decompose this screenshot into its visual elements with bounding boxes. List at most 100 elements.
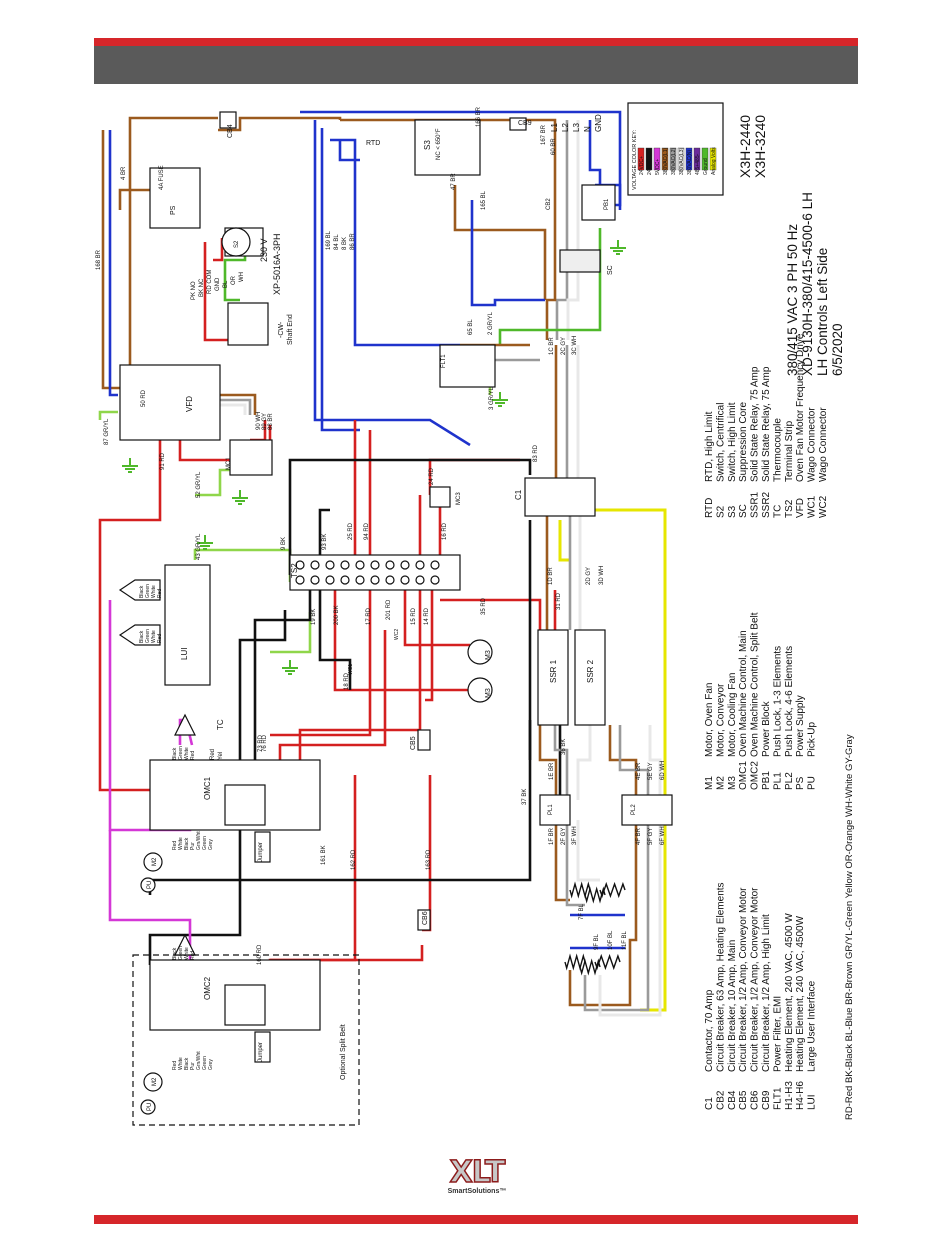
wire-label-22: 16 RD: [442, 522, 448, 540]
wire-4f-br: [568, 820, 638, 1007]
m1-rotation: -CW-: [278, 321, 285, 338]
lui-connector-bottom: [118, 624, 161, 646]
wire-label-39: 18 RD: [344, 672, 350, 690]
p8-box: [224, 784, 266, 826]
omc2-cable-fan: [174, 933, 196, 956]
ps-box: [149, 167, 201, 229]
wire-label-28: 19 BK: [311, 609, 317, 625]
wire-label-32: 15 RD: [411, 607, 417, 625]
s2-wire-label: BK NC: [199, 278, 205, 297]
m1-motor: [221, 227, 251, 257]
mains-l2: L2: [561, 123, 570, 132]
legend2-code: OMC1: [738, 761, 749, 790]
fuse-label: 4A FUSE: [159, 165, 165, 190]
voltage-key-label: 24VDC-: [647, 157, 653, 175]
voltage-key-label: 380VAC(L1): [663, 148, 669, 175]
wire-yellow-sense: [570, 508, 667, 1012]
ts2-terminal: [400, 560, 410, 570]
wire-15-rd: [298, 590, 422, 775]
ts2-terminal: [415, 575, 425, 585]
omc1-p11-wire: White: [184, 747, 190, 760]
legend1-desc: Large User Interface: [807, 980, 818, 1072]
c1-label: C1: [514, 489, 523, 500]
voltage-key-swatch: [637, 147, 645, 171]
wire-89-gy: [215, 398, 252, 415]
p8b-box: [224, 984, 266, 1026]
lui-wire-label: Green: [145, 584, 151, 598]
omc2-p9-wire: White: [178, 1057, 184, 1070]
voltage-key-swatch: [701, 147, 709, 171]
wire-label-64: 88 BR: [268, 413, 274, 430]
tc-wire-label: Yel: [218, 752, 224, 760]
legend1-desc: Circuit Breaker, 1/2 Amp, High Limit: [761, 914, 772, 1072]
wire-label-3: 167 BR: [541, 124, 547, 145]
wire-1f-br: [554, 820, 570, 902]
m2b-label: M2: [152, 1077, 158, 1086]
legend1-code: CB9: [761, 1090, 772, 1110]
ts2-terminal: [385, 560, 395, 570]
m2a-motor: [143, 852, 163, 872]
mc1-label: MC1: [226, 457, 232, 470]
heater-h4: [564, 953, 586, 971]
legend3-code: WC1: [807, 495, 818, 518]
legend3-code: SC: [738, 504, 749, 518]
lui-wire-label: Red: [157, 634, 163, 643]
m3a-motor: [467, 639, 493, 665]
heater-h6: [594, 953, 621, 971]
wire-label-56: 5F GY: [648, 828, 654, 845]
voltage-key-label: 5VDC+: [655, 159, 661, 175]
m2b-motor: [143, 1072, 163, 1092]
wire-label-38: 3D WH: [599, 566, 605, 585]
jumper-b-label: Jumper: [258, 1042, 264, 1062]
wire-magenta-omc2: [108, 830, 192, 960]
ts2-terminal: [430, 560, 440, 570]
wire-label-29: 200 BK: [334, 605, 340, 625]
voltage-key-swatch: [645, 147, 653, 171]
wire-s2-red2: [213, 238, 224, 262]
wire-blue-left: [108, 130, 118, 397]
legend3-code: TS2: [784, 499, 795, 518]
ground-symbol: [122, 458, 138, 473]
voltage-key-swatch: [693, 147, 701, 171]
optional-label: Optional Split Belt: [340, 1024, 347, 1080]
spec-line: 380/415 VAC 3 PH 50 Hz: [785, 224, 800, 376]
cb9-label: CB9: [518, 120, 532, 127]
legend2-desc: Motor, Oven Fan: [704, 683, 715, 757]
legend2-code: M2: [715, 776, 726, 790]
wire-91-rd: [98, 375, 162, 792]
legend1-desc: Circuit Breaker, 63 Amp, Heating Element…: [715, 882, 726, 1072]
tc-wire-label: Red: [210, 749, 216, 760]
wire-label-0: 168 BR: [96, 249, 102, 270]
wire-label-34: 35 RD: [481, 597, 487, 615]
legend3-desc: Terminal Strip: [784, 420, 795, 482]
wire-s2-gnd: [223, 250, 247, 302]
legend1-code: CB2: [715, 1090, 726, 1110]
tc-label: TC: [216, 719, 225, 730]
pub-label: PU: [147, 1103, 153, 1111]
legend3-desc: Wago Connector: [807, 407, 818, 482]
cb4-label: CB4: [227, 124, 234, 138]
ts2-terminal: [325, 575, 335, 585]
legend3-code: RTD: [704, 498, 715, 518]
omc1-p9-wire: Grn/Wht: [196, 831, 202, 850]
ts2-terminal: [370, 575, 380, 585]
wire-3c-wh: [566, 225, 580, 340]
wc2-label: WC2: [394, 629, 400, 640]
legend2-desc: Push Lock, 1-3 Elements: [772, 646, 783, 757]
wire-label-45: 162 RD: [351, 849, 357, 870]
heater-h1: [569, 881, 591, 899]
ts2-label: TS2: [290, 563, 299, 578]
wire-label-63: 89 GY: [262, 413, 268, 430]
wire-35rd-ssr: [440, 598, 542, 630]
wire-label-8: 8 BK: [342, 237, 348, 250]
jumper-b-box: [254, 1031, 271, 1063]
voltage-key-label: 485+485-: [695, 153, 701, 175]
omc1-cable-fan: [174, 713, 196, 736]
ground-symbol: [232, 490, 248, 505]
m1-model: XP-5016A-3PH: [272, 233, 282, 295]
ts2-terminal: [430, 575, 440, 585]
voltage-key-label: 380VAC(L2): [671, 148, 677, 175]
wire-label-37: 2D GY: [586, 567, 592, 585]
wire-cb4-in: [218, 116, 342, 132]
legend2-desc: Motor, Cooling Fan: [727, 673, 738, 758]
